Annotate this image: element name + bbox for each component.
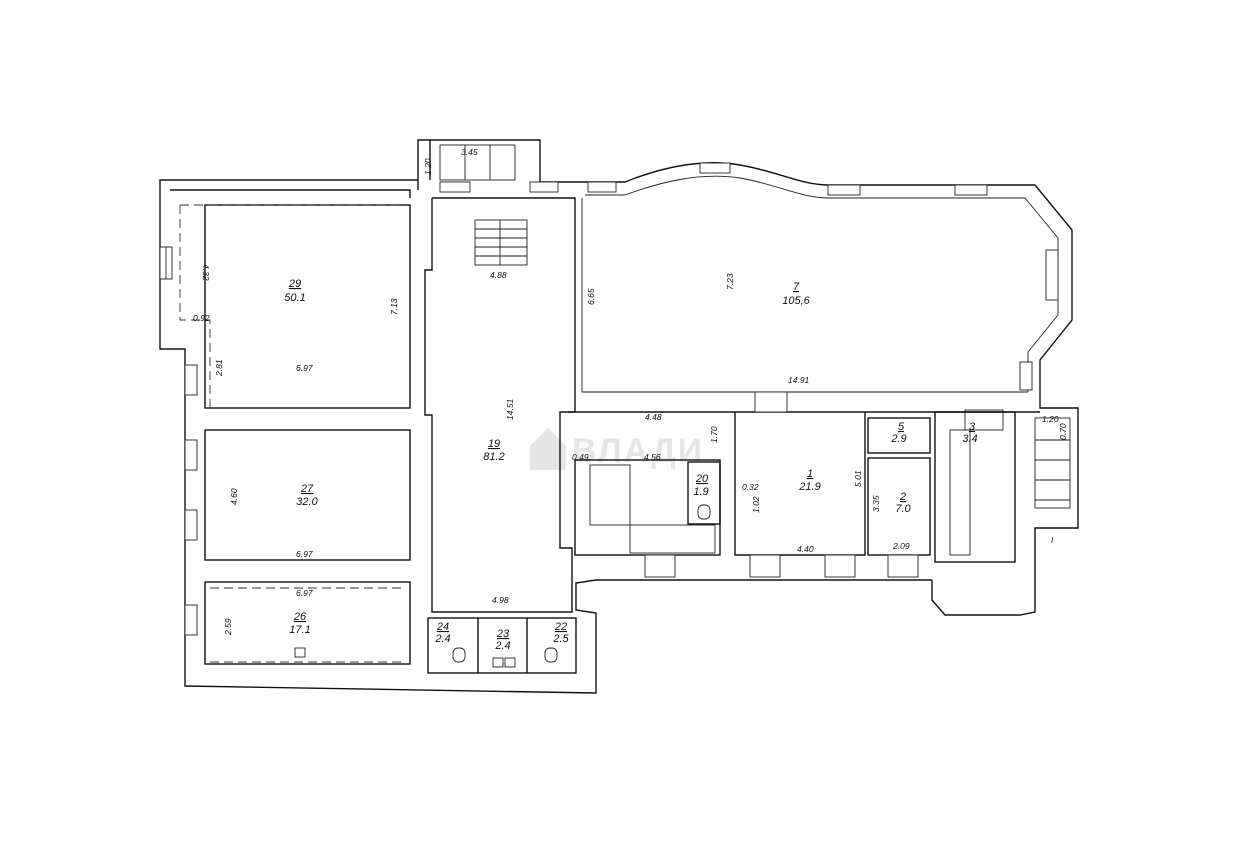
room-area-23: 2.4 <box>494 640 510 652</box>
room-number-26: 26 <box>293 611 307 623</box>
stair-steps <box>439 144 1070 501</box>
dim-label: 5.01 <box>853 470 863 487</box>
dim-label: 6.65 <box>586 288 596 305</box>
room-area-2: 7.0 <box>895 503 911 515</box>
room-area-19: 81.2 <box>483 451 504 463</box>
dim-label: 4.60 <box>229 488 239 505</box>
room-number-19: 19 <box>488 438 500 450</box>
dim-label: 4.40 <box>797 544 814 554</box>
dim-label: 6.97 <box>296 588 313 598</box>
dimension-labels: 4.32 0.92 2.81 6.97 7.13 4.60 6.97 6.97 … <box>193 147 1068 636</box>
dim-label: 7.13 <box>389 298 399 315</box>
dim-label: 1.20 <box>423 158 433 175</box>
room-number-24: 24 <box>436 621 449 633</box>
dim-label: 2.09 <box>892 541 910 551</box>
dim-label: 14.51 <box>505 398 515 420</box>
windows <box>159 162 1059 636</box>
dim-label: 1.02 <box>751 496 761 513</box>
room-number-20: 20 <box>695 473 709 485</box>
dim-label: 0.49 <box>572 452 589 462</box>
dim-label: 2.81 <box>214 359 224 377</box>
room-number-1: 1 <box>807 468 813 480</box>
room-area-27: 32.0 <box>296 496 318 508</box>
dim-label: 2.59 <box>223 618 233 636</box>
room-number-3: 3 <box>969 421 976 433</box>
dim-label: 3.45 <box>461 147 478 157</box>
room-number-7: 7 <box>793 281 800 293</box>
room-area-29: 50.1 <box>284 292 305 304</box>
dim-label: 6.97 <box>296 549 313 559</box>
room-area-5: 2.9 <box>890 433 906 445</box>
room-number-29: 29 <box>288 278 301 290</box>
dim-label: 6.97 <box>296 363 313 373</box>
dim-label: 4.88 <box>490 270 507 280</box>
room-area-1: 21.9 <box>798 481 820 493</box>
room-area-3: 3.4 <box>962 433 977 445</box>
watermark: ВЛАДИ <box>530 428 704 470</box>
room-number-5: 5 <box>898 421 905 433</box>
room-area-7: 105,6 <box>782 295 810 307</box>
room-area-22: 2.5 <box>552 633 569 645</box>
dim-label: 0.32 <box>742 482 759 492</box>
room-area-24: 2.4 <box>434 633 450 645</box>
dim-label: 4.48 <box>645 412 662 422</box>
room-number-23: 23 <box>496 628 510 640</box>
room-number-22: 22 <box>554 621 567 633</box>
room-number-2: 2 <box>899 491 906 503</box>
stair-label: I <box>1051 535 1054 545</box>
toilet-icons <box>294 504 711 668</box>
room-area-26: 17.1 <box>289 624 310 636</box>
dim-label: 4.56 <box>644 452 661 462</box>
dashed-outlines <box>179 204 405 663</box>
dim-label: 4.98 <box>492 595 509 605</box>
dim-label: 14.91 <box>788 375 810 385</box>
interior-walls <box>204 197 1071 674</box>
dim-label: 7.23 <box>725 273 735 290</box>
room-area-20: 1.9 <box>693 486 708 498</box>
room-number-27: 27 <box>300 483 314 495</box>
dim-label: 1.20 <box>1042 414 1059 424</box>
watermark-text: ВЛАДИ <box>572 432 704 470</box>
dim-label: 4.32 <box>201 264 211 281</box>
room-labels: 29 50.1 27 32.0 26 17.1 19 81.2 7 105,6 … <box>284 278 977 652</box>
dim-label: 0.70 <box>1058 423 1068 440</box>
dim-label: 1.70 <box>709 426 719 443</box>
dim-label: 3.35 <box>871 495 881 512</box>
dim-label: 0.92 <box>193 313 210 323</box>
